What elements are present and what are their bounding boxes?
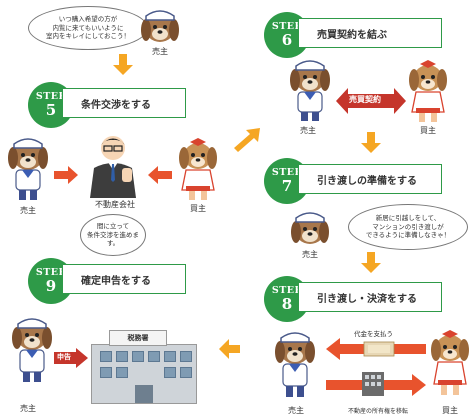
- step7-speech-bubble: 新居に引越しをして、 マンションの引き渡しが できるように準備しなきゃ！: [348, 204, 468, 250]
- step-8-number: 8: [281, 294, 293, 313]
- tax-office-sign: 税務署: [109, 330, 167, 346]
- tax-office-building: 税務署: [87, 330, 199, 404]
- tax-office-label: 税務署: [127, 334, 149, 342]
- arrow-down-icon: [113, 54, 133, 75]
- step5-seller-dog-illustration: [8, 138, 48, 200]
- step-6-label: 売買契約を結ぶ: [317, 29, 387, 41]
- step6-seller-label: 売主: [300, 126, 316, 135]
- step-5-title: 条件交渉をする: [62, 88, 186, 118]
- contract-label: 売買契約: [349, 95, 381, 104]
- step-6-title: 売買契約を結ぶ: [298, 18, 442, 48]
- step-5: STEP 5 条件交渉をする: [28, 82, 186, 128]
- step-7-number: 7: [281, 176, 293, 195]
- step9-seller-dog-illustration: [12, 318, 52, 382]
- step-6-number: 6: [281, 30, 293, 49]
- tax-office-body: [91, 344, 197, 404]
- step-6-word: STEP: [271, 21, 303, 32]
- arrow-down-icon: [361, 132, 381, 153]
- arrow-right-icon: [54, 166, 78, 184]
- agent-label: 不動産会社: [95, 200, 135, 209]
- step8-buyer-dog-illustration: [431, 330, 469, 395]
- arrow-left-icon: [148, 166, 172, 184]
- top-seller-label: 売主: [152, 47, 168, 56]
- seller-speech-bubble: いつ購入希望の方が 内覧に来てもいいように 室内をキレイにしておこう！: [28, 6, 148, 50]
- tax-report-label: 申告: [57, 353, 71, 361]
- step-8-title: 引き渡し・決済をする: [298, 282, 442, 312]
- contract-double-arrow-icon: [336, 88, 406, 114]
- arrow-right-icon: [54, 348, 88, 368]
- step-8-word: STEP: [271, 285, 303, 296]
- payment-arrow-icon: [326, 338, 426, 360]
- step-9-title: 確定申告をする: [62, 264, 186, 294]
- step-9-word: STEP: [35, 267, 67, 278]
- step5-buyer-dog-illustration: [179, 138, 217, 200]
- step7-seller-label: 売主: [302, 250, 318, 259]
- step7-speech-text: 新居に引越しをして、 マンションの引き渡しが できるように準備しなきゃ！: [365, 213, 451, 240]
- step8-seller-dog-illustration: [275, 332, 315, 397]
- agent-speech-bubble: 間に立って 条件交渉を進めます。: [80, 214, 146, 256]
- real-estate-agent-illustration: [90, 136, 136, 198]
- step-7-label: 引き渡しの準備をする: [317, 175, 417, 187]
- step-8: STEP 8 引き渡し・決済をする: [264, 276, 442, 322]
- step-9-label: 確定申告をする: [81, 275, 151, 287]
- step6-seller-dog-illustration: [290, 60, 330, 121]
- arrow-up-right-icon: [234, 128, 260, 152]
- step-5-word: STEP: [35, 91, 67, 102]
- seller-speech-text: いつ購入希望の方が 内覧に来てもいいように 室内をキレイにしておこう！: [45, 14, 131, 41]
- transfer-note: 不動産の所有権を移転: [348, 408, 409, 415]
- step9-seller-label: 売主: [20, 404, 36, 413]
- step5-buyer-label: 買主: [190, 204, 206, 213]
- step-7-title: 引き渡しの準備をする: [298, 164, 442, 194]
- step6-buyer-dog-illustration: [409, 60, 447, 122]
- step-7-word: STEP: [271, 167, 303, 178]
- seller-dog-illustration: [141, 10, 179, 42]
- step-5-label: 条件交渉をする: [81, 99, 151, 111]
- step7-seller-dog-illustration: [291, 212, 329, 244]
- step-8-label: 引き渡し・決済をする: [317, 293, 417, 305]
- agent-speech-text: 間に立って 条件交渉を進めます。: [87, 221, 139, 248]
- payment-note: 代金を支払う: [354, 330, 393, 338]
- step8-buyer-label: 買主: [442, 406, 458, 415]
- step6-buyer-label: 買主: [420, 126, 436, 135]
- step-9: STEP 9 確定申告をする: [28, 258, 186, 304]
- step-7: STEP 7 引き渡しの準備をする: [264, 158, 442, 204]
- step-5-number: 5: [45, 100, 57, 119]
- step8-seller-label: 売主: [288, 406, 304, 415]
- step-9-number: 9: [45, 276, 57, 295]
- transfer-arrow-icon: [326, 372, 426, 396]
- arrow-left-icon: [219, 339, 240, 359]
- step5-seller-label: 売主: [20, 206, 36, 215]
- arrow-down-icon: [361, 252, 381, 273]
- step-6: STEP 6 売買契約を結ぶ: [264, 12, 442, 58]
